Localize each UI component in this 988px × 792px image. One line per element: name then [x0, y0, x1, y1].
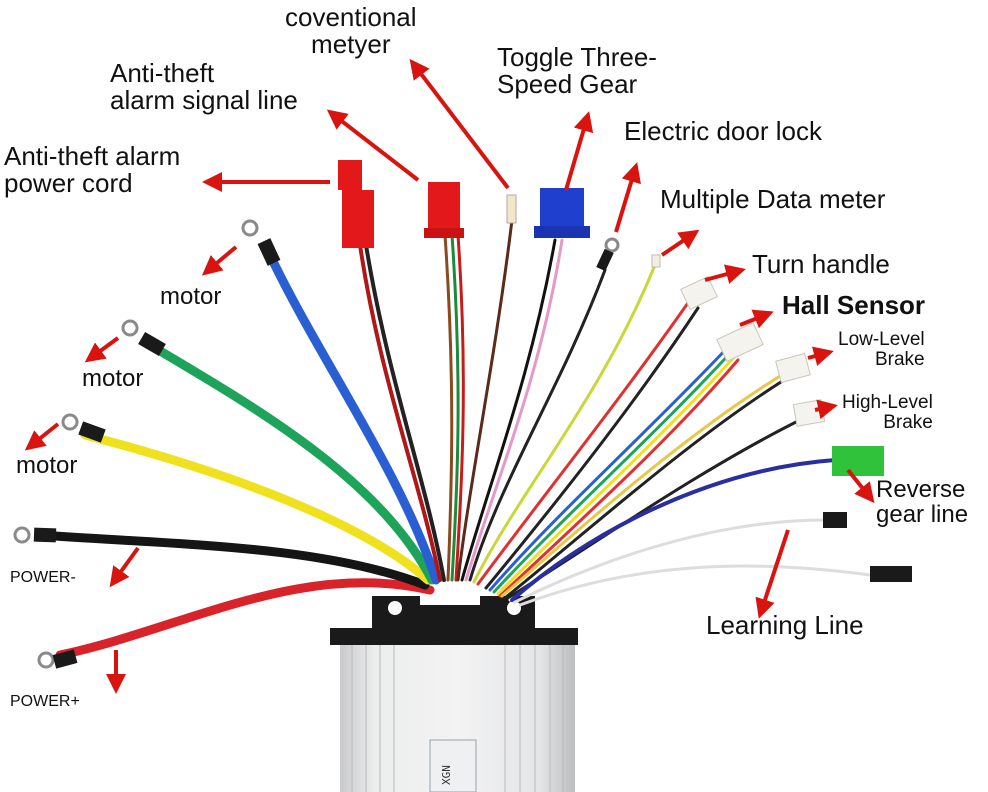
wire-antitheft-signal [443, 233, 454, 582]
arrow-toggle-gear [564, 111, 594, 191]
label-learning-line: Learning Line [706, 610, 864, 640]
label-low-brake: Low-Level Brake [838, 329, 925, 370]
arrow-antitheft-signal [326, 109, 420, 182]
connector-low-brake [775, 352, 811, 384]
arrow-motor-3 [24, 422, 60, 451]
annotation-arrows [24, 58, 875, 694]
wire-toggle-gear [460, 238, 557, 582]
connector-reverse [832, 446, 884, 476]
ring-terminal-motor-green [121, 319, 139, 337]
arrow-learning [755, 529, 790, 619]
arrow-reverse [846, 468, 875, 504]
arrow-door-lock [614, 162, 641, 233]
label-conventional-meter: coventional metyer [285, 2, 417, 60]
connector-learning [823, 512, 912, 582]
arrow-motor-1 [201, 245, 238, 276]
label-motor-1: motor [160, 283, 222, 310]
ring-terminal-door-lock [604, 237, 620, 253]
label-power-minus: POWER- [10, 569, 76, 586]
label-turn-handle: Turn handle [752, 249, 890, 279]
label-multi-data-meter: Multiple Data meter [660, 184, 886, 214]
ring-terminal-power-plus [37, 651, 55, 669]
ring-terminal-motor-yellow [61, 413, 79, 431]
label-antitheft-signal: Anti-theft alarm signal line [110, 58, 298, 116]
label-motor-3: motor [16, 452, 78, 479]
wire-conventional-meter [456, 218, 514, 582]
label-motor-2: motor [82, 365, 144, 392]
connector-high-brake [792, 399, 826, 427]
connector-antitheft-signal [424, 182, 464, 238]
ring-terminal-motor-blue [241, 219, 259, 237]
wire-turn-handle [476, 298, 692, 586]
connector-toggle-gear [534, 188, 590, 238]
wire-motor-blue [265, 250, 441, 585]
arrow-multi-meter [660, 229, 700, 257]
label-high-brake: High-Level Brake [842, 392, 933, 433]
ring-terminal-power-minus [13, 526, 31, 544]
label-reverse-gear: Reverse gear line [876, 476, 969, 529]
wire-motor-green [145, 340, 437, 585]
arrow-turn-handle [704, 264, 746, 284]
wire-low-brake [500, 368, 792, 598]
wire-motor-yellow [80, 430, 433, 585]
label-power-plus: POWER+ [10, 693, 80, 710]
mounting-bracket [330, 596, 578, 645]
wire-multi-meter [472, 263, 657, 584]
connector-antitheft-power [338, 160, 374, 248]
wire-power-plus [55, 578, 435, 660]
wire-bundle [35, 218, 872, 660]
wire-antitheft-power [358, 243, 442, 582]
connector-turn-handle [680, 276, 718, 310]
arrow-low-brake [807, 346, 834, 366]
arrow-motor-2 [84, 336, 120, 363]
controller-model-text: XGN [440, 765, 453, 785]
label-hall-sensor: Hall Sensor [782, 290, 926, 320]
arrow-power-minus [109, 546, 140, 588]
label-toggle-gear: Toggle Three- Speed Gear [497, 42, 657, 100]
controller-housing [340, 635, 575, 792]
arrow-high-brake [814, 399, 838, 420]
connector-hall-sensor [716, 322, 764, 362]
wire-learning [513, 518, 827, 604]
label-door-lock: Electric door lock [624, 116, 822, 146]
ring-terminals [13, 219, 620, 669]
wire-hall-sensor [488, 343, 732, 592]
wire-power-minus [35, 530, 430, 590]
arrow-conventional-meter [409, 58, 510, 190]
wire-reverse [510, 458, 837, 602]
connector-multi-meter [651, 254, 661, 268]
label-antitheft-power: Anti-theft alarm power cord [4, 141, 181, 199]
connector-conventional-meter [506, 194, 517, 224]
wire-door-lock [468, 268, 607, 582]
arrow-hall-sensor [739, 309, 774, 329]
